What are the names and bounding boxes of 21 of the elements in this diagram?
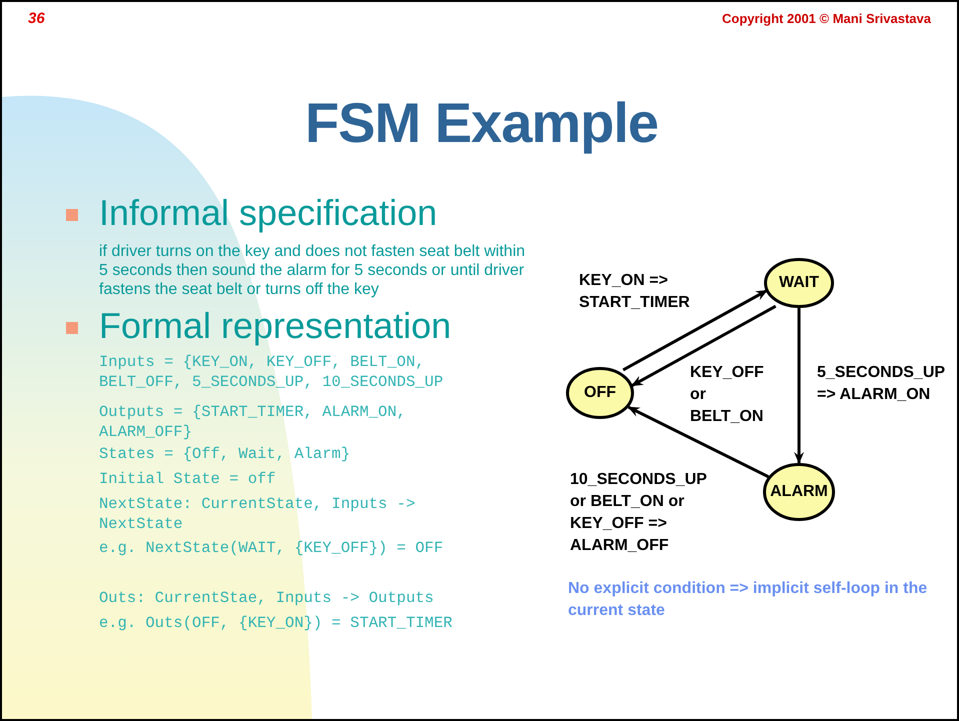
- arrow: [794, 308, 804, 464]
- code-line: Initial State = off: [99, 469, 277, 489]
- code-line: Inputs = {KEY_ON, KEY_OFF, BELT_ON, BELT_OFF, 5_SECONDS_UP, 10_SECONDS_UP: [99, 352, 444, 392]
- state-ellipse: ALARM: [763, 463, 835, 521]
- arrow: [631, 304, 776, 387]
- code-line: e.g. NextState(WAIT, {KEY_OFF}) = OFF: [99, 538, 444, 558]
- arrow: [622, 289, 768, 372]
- section-heading: Informal specification: [99, 192, 438, 234]
- copyright-notice: Copyright 2001 © Mani Srivastava: [722, 11, 931, 26]
- code-line: States = {Off, Wait, Alarm}: [99, 444, 352, 464]
- code-line: e.g. Outs(OFF, {KEY_ON}) = START_TIMER: [99, 613, 454, 633]
- state-ellipse: WAIT: [764, 258, 834, 308]
- arrow: [628, 406, 770, 478]
- code-line: Outputs = {START_TIMER, ALARM_ON, ALARM_OFF}: [99, 402, 407, 442]
- note-text: No explicit condition => implicit self-loop in the current state: [568, 579, 928, 621]
- section-heading: Formal representation: [99, 305, 452, 347]
- page-number: 36: [28, 10, 45, 27]
- slide-title: FSM Example: [304, 90, 660, 155]
- code-line: Outs: CurrentStae, Inputs -> Outputs: [99, 588, 435, 608]
- state-ellipse: OFF: [566, 367, 634, 419]
- specification-paragraph: if driver turns on the key and does not fasten seat belt within 5 seconds then sound the alarm for 5 seconds or until driver fastens the seat belt or turns off the key: [99, 242, 526, 299]
